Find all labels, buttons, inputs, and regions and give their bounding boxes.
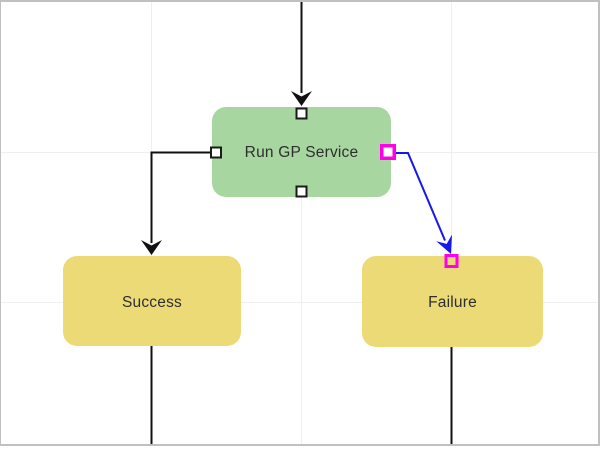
node-run-gp-service-label: Run GP Service xyxy=(245,144,359,161)
ports-failure xyxy=(444,254,459,268)
node-failure[interactable]: Failure xyxy=(362,256,543,347)
port-left[interactable] xyxy=(210,146,222,159)
node-run-gp-service-body xyxy=(212,107,391,197)
port-top[interactable] xyxy=(295,107,308,120)
ports-run-gp-service xyxy=(210,107,396,198)
arrowhead-down-icon xyxy=(141,240,162,255)
node-success[interactable]: Success xyxy=(63,256,241,346)
edge-into-process[interactable] xyxy=(291,2,312,106)
edge-process-to-failure-line[interactable] xyxy=(394,152,446,241)
node-success-label: Success xyxy=(122,294,182,311)
port-right-selected[interactable] xyxy=(380,144,396,160)
edge-process-to-failure-selected[interactable] xyxy=(394,152,459,257)
arrowhead-down-icon xyxy=(436,234,452,254)
edge-process-to-success-line[interactable] xyxy=(150,151,212,244)
port-failure-top-selected[interactable] xyxy=(444,254,459,268)
node-failure-label: Failure xyxy=(428,294,477,311)
diagram-svg: Run GP Service Success Failure xyxy=(1,2,598,444)
node-failure-body xyxy=(362,256,543,347)
node-run-gp-service[interactable]: Run GP Service xyxy=(212,107,391,197)
node-success-body xyxy=(63,256,241,346)
arrowhead-down-icon xyxy=(291,91,312,106)
grid xyxy=(1,2,598,444)
port-bottom[interactable] xyxy=(295,185,308,198)
edge-process-to-success[interactable] xyxy=(141,151,212,256)
